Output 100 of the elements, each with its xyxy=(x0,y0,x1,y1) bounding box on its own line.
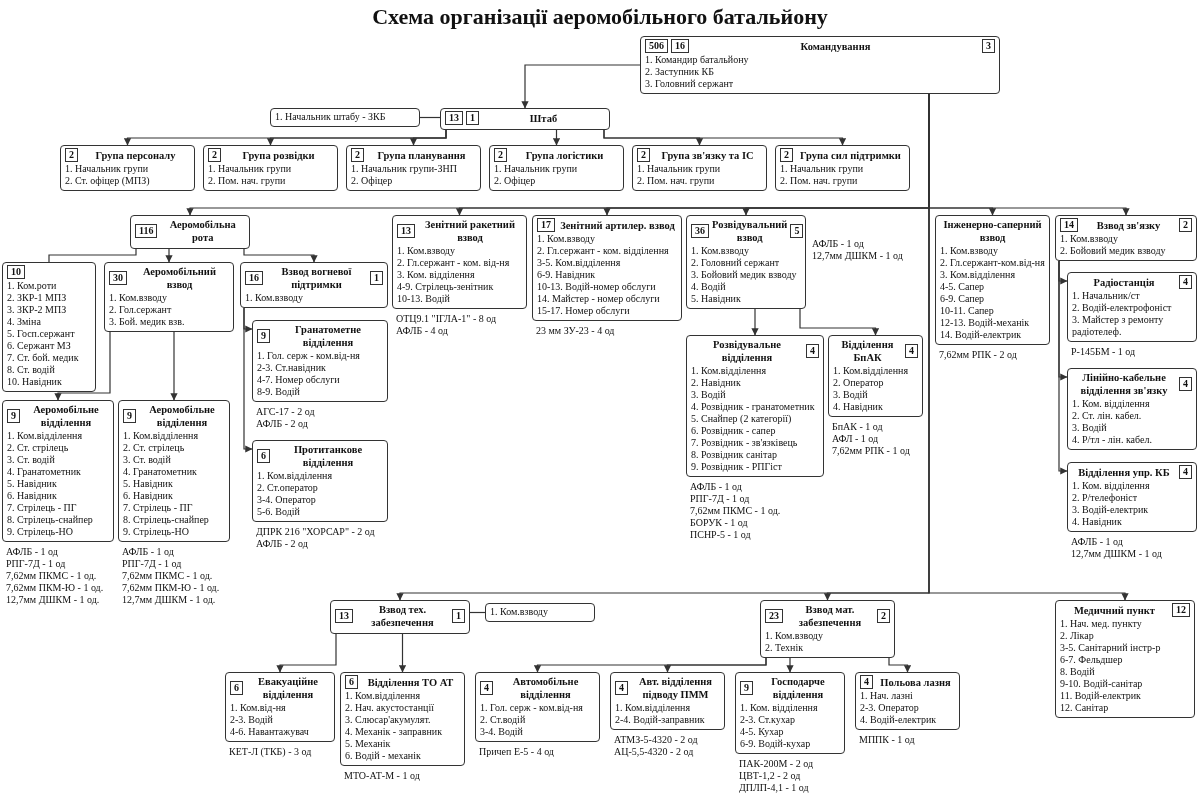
staff-position: 1. Начальник групи xyxy=(494,163,579,175)
staff-position: 9. Розвідник - РПГіст xyxy=(691,461,783,473)
equipment-note: РПГ-7Д - 1 од xyxy=(6,558,66,570)
equipment-note: АФЛБ - 1 од xyxy=(1071,536,1123,548)
strength-number: 1 xyxy=(370,271,383,285)
staff-position: 5. Госп.сержант xyxy=(7,328,76,340)
equipment-note: ПСНР-5 - 1 од xyxy=(690,529,751,541)
staff-position: 2. Водій-електрофоніст xyxy=(1072,302,1173,314)
unit-card xyxy=(392,215,527,309)
staff-position: 1. Начальник/ст xyxy=(1072,290,1141,302)
staff-position: 3-5. Санітарний інстр-р xyxy=(1060,642,1162,654)
unit-card xyxy=(935,215,1050,345)
strength-number: 6 xyxy=(345,675,358,689)
strength-number: 116 xyxy=(135,224,158,238)
connector-arrow xyxy=(409,129,447,146)
staff-position: 2. Р/телефоніст xyxy=(1072,492,1139,504)
connector-arrow xyxy=(398,633,407,673)
strength-number: 4 xyxy=(1179,377,1192,391)
equipment-note: 7,62мм РПК - 1 од xyxy=(832,445,910,457)
strength-number: 1 xyxy=(452,609,465,623)
staff-position: 11. Водій-електрик xyxy=(1060,690,1142,702)
strength-number: 13 xyxy=(335,609,353,623)
equipment-note: АЦ-5,5-4320 - 2 од xyxy=(614,746,694,758)
staff-position: 1. Гол. серж - ком.від-ня xyxy=(480,702,584,714)
staff-position: 3-5. Ком.відділення xyxy=(537,257,622,269)
unit-title: Група зв'язку та ІС xyxy=(660,148,755,162)
strength-number: 4 xyxy=(480,681,493,695)
staff-position: 14. Водій-електрик xyxy=(940,329,1023,341)
staff-position: 10-11. Сапер xyxy=(940,305,995,317)
equipment-note: 7,62мм ПКМС - 1 од. xyxy=(122,570,213,582)
strength-number: 36 xyxy=(691,224,709,238)
staff-position: 8-9. Водій xyxy=(257,386,301,398)
staff-position: 1. Командир батальйону xyxy=(645,54,750,66)
staff-position: 1. Нач. лазні xyxy=(860,690,914,702)
connector-arrow xyxy=(603,129,847,146)
equipment-note: РПГ-7Д - 1 од xyxy=(122,558,182,570)
unit-card xyxy=(760,600,895,658)
unit-title: Відділення упр. КБ xyxy=(1077,465,1171,479)
staff-position: 1. Нач. мед. пункту xyxy=(1060,618,1143,630)
staff-position: 3. Ст. водій xyxy=(123,454,172,466)
staff-position: 8. Стрілець-снайпер xyxy=(7,514,94,526)
unit-title: Взвод вогневої підтримки xyxy=(280,265,353,291)
staff-position: 1. Ком. відділення xyxy=(740,702,819,714)
strength-number: 4 xyxy=(615,681,628,695)
staff-position: 4-5. Кухар xyxy=(740,726,785,738)
unit-title: Група сил підтримки xyxy=(799,148,902,162)
staff-position: 2. Гл.сержант - ком. від-ня xyxy=(397,257,511,269)
staff-position: 3. Бойовий медик взводу xyxy=(691,269,798,281)
equipment-note: ДПЛП-4,1 - 1 од xyxy=(739,782,809,794)
staff-position: 1. Ком.відділення xyxy=(123,430,199,442)
unit-card xyxy=(632,145,767,191)
strength-number: 2 xyxy=(877,609,890,623)
equipment-note: 12,7мм ДШКМ - 1 од xyxy=(812,250,903,262)
strength-number: 1 xyxy=(466,111,479,125)
strength-number: 23 xyxy=(765,609,783,623)
staff-position: 4. Р/тл - лін. кабел. xyxy=(1072,434,1153,446)
unit-card xyxy=(118,400,230,542)
staff-position: 4. Гранатометник xyxy=(123,466,198,478)
equipment-note: Причеп Е-5 - 4 од xyxy=(479,746,554,758)
staff-position: 3. Ком. відділення xyxy=(397,269,476,281)
staff-position: 4-5. Сапер xyxy=(940,281,986,293)
connector-arrow xyxy=(552,129,561,146)
staff-position: 10. Навідник xyxy=(7,376,63,388)
equipment-note: 12,7мм ДШКМ - 1 од xyxy=(1071,548,1162,560)
unit-title: Група планування xyxy=(376,148,467,162)
unit-card xyxy=(1067,368,1197,450)
staff-position: 3. Майстер з ремонту радіотелеф. xyxy=(1072,314,1165,338)
staff-position: 10-13. Водій xyxy=(397,293,451,305)
staff-position: 4. Зміна xyxy=(7,316,42,328)
unit-card xyxy=(2,400,114,542)
strength-number: 9 xyxy=(123,409,136,423)
unit-title: Лінійно-кабельне відділення зв'язку xyxy=(1079,371,1169,397)
staff-position: 1. Ком.від-ня xyxy=(230,702,287,714)
staff-position: 1. Ком. відділення xyxy=(1072,398,1151,410)
unit-title: Група розвідки xyxy=(241,148,316,162)
staff-position: 1. Ком.відділення xyxy=(615,702,691,714)
staff-position: 9. Стрілець-НО xyxy=(123,526,190,538)
staff-position: 5. Механік xyxy=(345,738,392,750)
strength-number: 2 xyxy=(494,148,507,162)
strength-number: 13 xyxy=(445,111,463,125)
strength-number: 2 xyxy=(780,148,793,162)
strength-number: 16 xyxy=(245,271,263,285)
staff-position: 6. Навідник xyxy=(7,490,58,502)
staff-position: 2. Гл.сержант - ком. відділення xyxy=(537,245,670,257)
staff-position: 2. Головний сержант xyxy=(691,257,781,269)
strength-number: 5 xyxy=(790,224,804,238)
equipment-note: Р-145БМ - 1 од xyxy=(1071,346,1136,358)
staff-position: 6-7. Фельдшер xyxy=(1060,654,1124,666)
staff-position: 1. Ком.відділення xyxy=(691,365,767,377)
staff-position: 6. Навідник xyxy=(123,490,174,502)
equipment-note: 12,7мм ДШКМ - 1 од. xyxy=(122,594,216,606)
staff-position: 2. Офіцер xyxy=(351,175,394,187)
staff-position: 6-9. Навідник xyxy=(537,269,597,281)
staff-position: 3. Водій xyxy=(691,389,727,401)
staff-position: 2. Технік xyxy=(765,642,805,654)
unit-card xyxy=(855,672,960,730)
staff-position: 3. Слюсар'акумулят. xyxy=(345,714,432,726)
staff-position: 1. Ком.взводу xyxy=(940,245,999,257)
staff-position: 9. Стрілець-НО xyxy=(7,526,74,538)
unit-title: Аеромобільна рота xyxy=(168,218,237,244)
